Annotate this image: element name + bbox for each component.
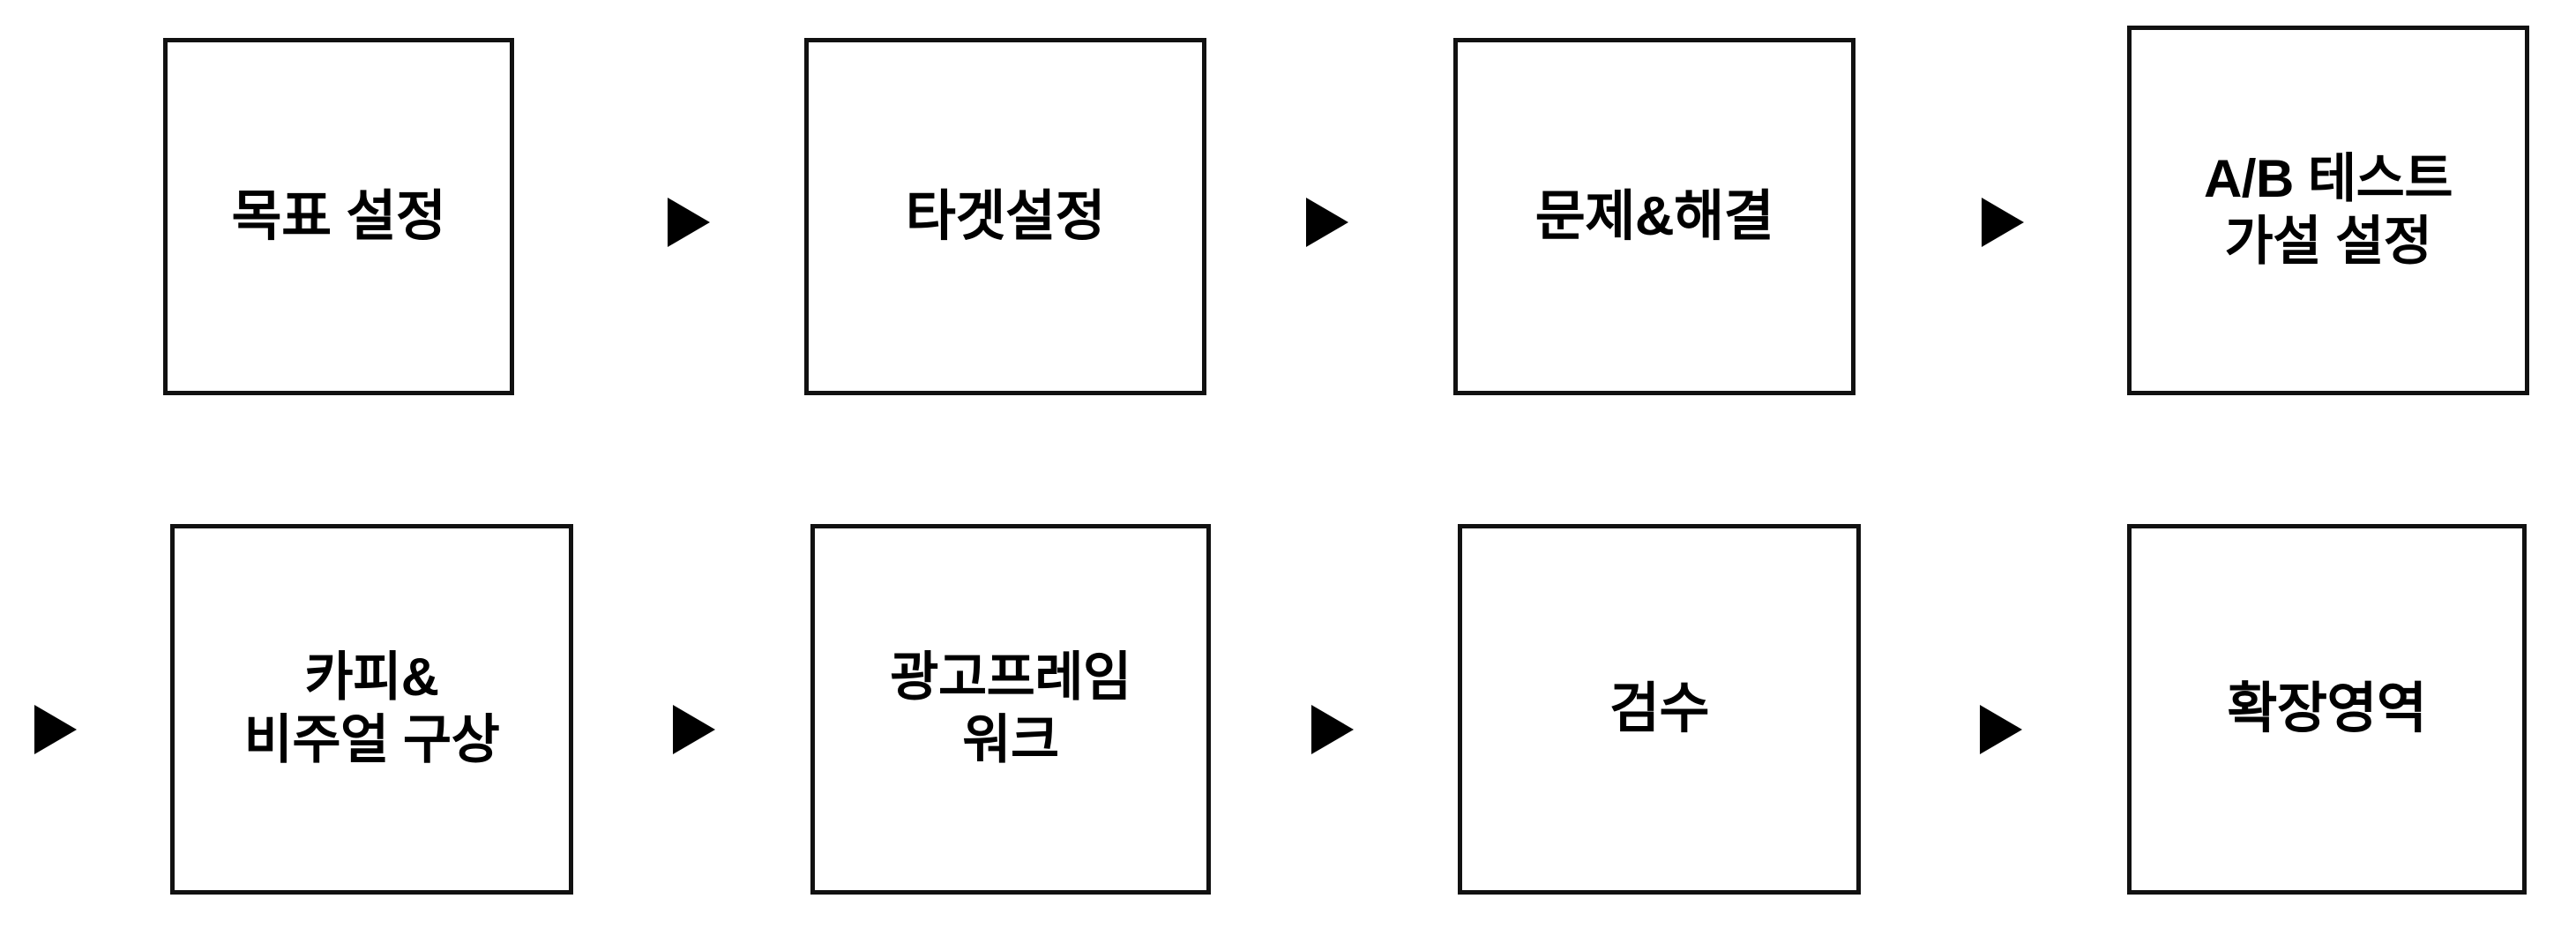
step-label-copy-visual: 카피& 비주얼 구상 <box>243 648 500 769</box>
triangle-right-icon <box>1980 705 2022 754</box>
step-label-ad-framework: 광고프레임 워크 <box>890 648 1131 769</box>
step-box-review[interactable]: 검수 <box>1458 524 1861 895</box>
step-box-ad-framework[interactable]: 광고프레임 워크 <box>810 524 1211 895</box>
step-label-ab-test-hypothesis: A/B 테스트 가설 설정 <box>2203 148 2453 271</box>
step-box-expansion-area[interactable]: 확장영역 <box>2127 524 2527 895</box>
triangle-right-icon <box>673 705 715 754</box>
step-label-review: 검수 <box>1609 678 1710 740</box>
step-label-expansion-area: 확장영역 <box>2227 678 2427 740</box>
flow-row-2: 카피& 비주얼 구상 광고프레임 워크 검수 확장영역 <box>0 476 2576 951</box>
triangle-right-icon <box>1306 198 1348 247</box>
step-box-ab-test-hypothesis[interactable]: A/B 테스트 가설 설정 <box>2127 26 2529 395</box>
triangle-right-icon <box>34 705 77 754</box>
step-box-target[interactable]: 타겟설정 <box>804 38 1206 395</box>
step-box-copy-visual[interactable]: 카피& 비주얼 구상 <box>170 524 573 895</box>
triangle-right-icon <box>668 198 710 247</box>
step-label-problem-solution: 문제&해결 <box>1534 185 1774 247</box>
triangle-right-icon <box>1982 198 2024 247</box>
step-box-goal[interactable]: 목표 설정 <box>163 38 514 395</box>
step-label-goal: 목표 설정 <box>231 185 446 247</box>
step-box-problem-solution[interactable]: 문제&해결 <box>1453 38 1855 395</box>
flow-row-1: 목표 설정 타겟설정 문제&해결 A/B 테스트 가설 설정 <box>163 26 2529 395</box>
step-label-target: 타겟설정 <box>905 185 1106 247</box>
triangle-right-icon <box>1311 705 1354 754</box>
